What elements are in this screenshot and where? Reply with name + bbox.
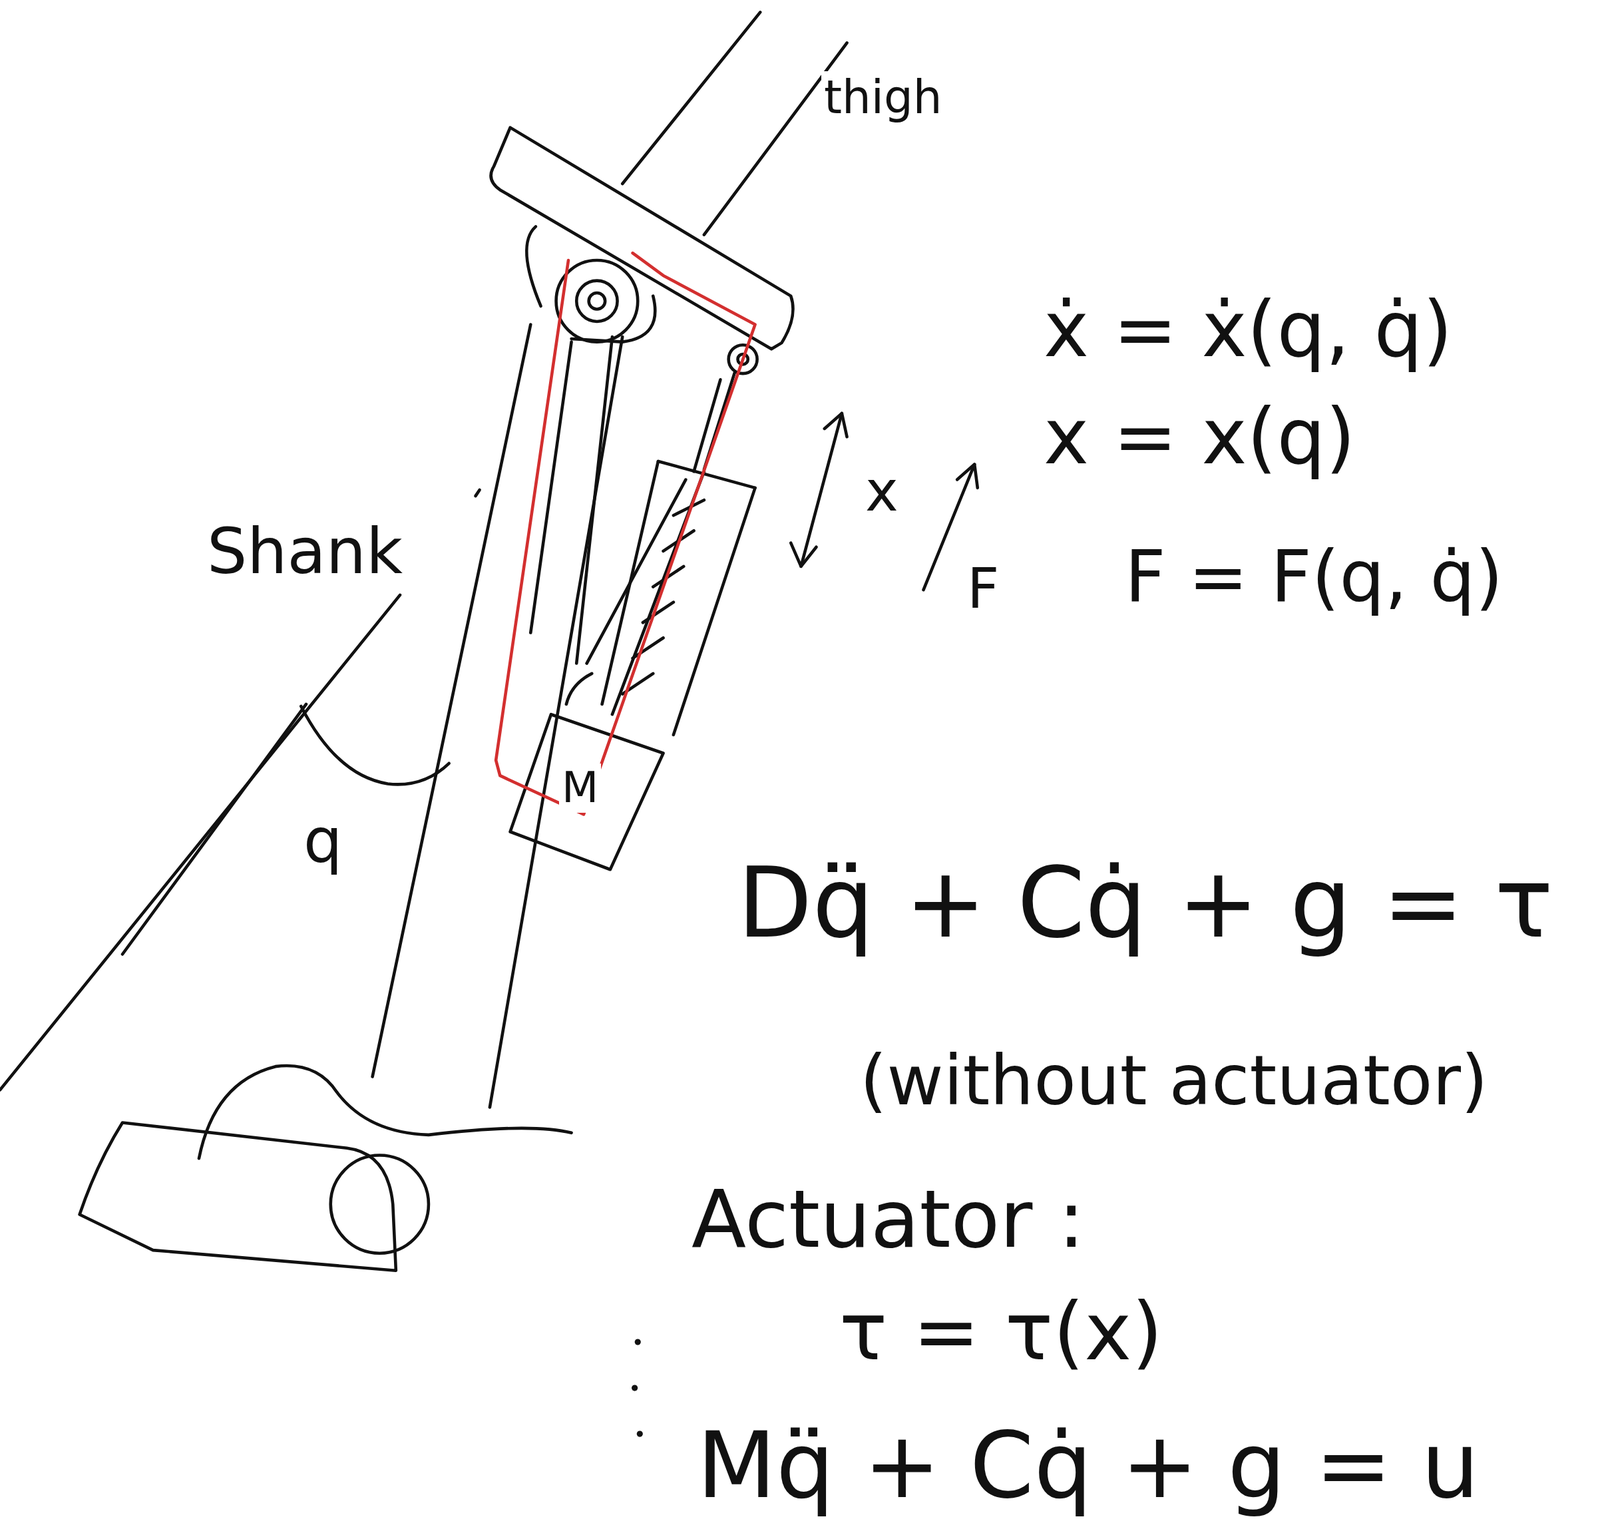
mass-label: M [559,763,601,813]
equation: ẋ = ẋ(q, q̇) [1040,285,1455,374]
linear-actuator [566,372,756,735]
red-outline [495,252,755,814]
equation: τ = τ(x) [836,1285,1166,1378]
angle-label: q [300,805,345,877]
variable-label: F [964,556,1002,621]
leg-outline [0,489,572,1159]
angle-arc [300,706,449,785]
thigh-cuff [491,127,794,350]
thigh-outline [622,11,847,235]
equation: Dq̈ + Cq̇ + g = τ [734,847,1557,960]
ellipsis-dots [631,1339,643,1437]
displacement-arrow [790,413,847,567]
variable-label: x [862,459,902,524]
equation: F = F(q, q̇) [1122,535,1506,618]
note: (without actuator) [857,1040,1491,1121]
foot [79,1122,429,1270]
part-name: Shank [204,515,406,588]
shank-bars [372,324,623,1108]
part-name: thigh [821,71,946,124]
equation: Mq̈ + Cq̇ + g = u [694,1412,1483,1519]
heading-note: Actuator : [688,1173,1088,1266]
equation: x = x(q) [1040,392,1358,481]
